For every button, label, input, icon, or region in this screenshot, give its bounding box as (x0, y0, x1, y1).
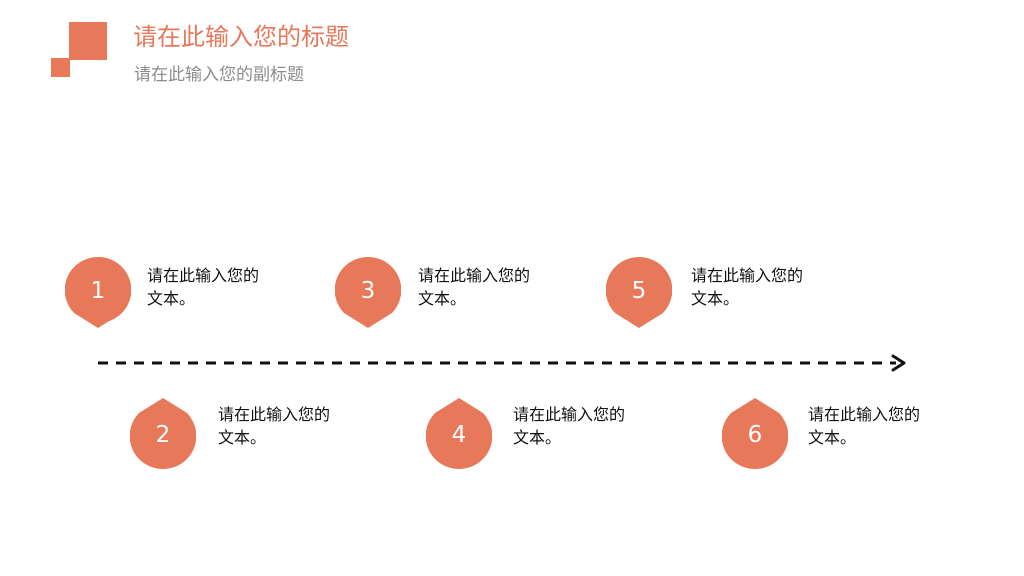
step-text-3-line2: 文本。 (418, 289, 467, 308)
step-text-1-line1: 请在此输入您的 (147, 266, 260, 285)
step-text-6: 请在此输入您的 文本。 (808, 403, 958, 449)
step-text-3-line1: 请在此输入您的 (418, 266, 531, 285)
step-number-6: 6 (747, 422, 763, 448)
step-text-4-line2: 文本。 (513, 428, 562, 447)
teardrop-marker-icon (65, 257, 131, 328)
step-number-1: 1 (90, 278, 106, 304)
step-marker-6: 6 (722, 397, 788, 469)
logo-square-large (69, 22, 107, 60)
step-number-3: 3 (360, 278, 376, 304)
page-title: 请在此输入您的标题 (133, 23, 349, 51)
step-text-2: 请在此输入您的 文本。 (218, 403, 368, 449)
teardrop-marker-icon (130, 398, 196, 469)
step-number-2: 2 (155, 422, 171, 448)
step-marker-5: 5 (606, 257, 672, 329)
step-text-5-line1: 请在此输入您的 (691, 266, 804, 285)
step-text-5-line2: 文本。 (691, 289, 740, 308)
step-text-2-line2: 文本。 (218, 428, 267, 447)
step-number-5: 5 (631, 278, 647, 304)
step-text-4-line1: 请在此输入您的 (513, 405, 626, 424)
step-marker-3: 3 (335, 257, 401, 329)
teardrop-marker-icon (722, 398, 788, 469)
step-text-1: 请在此输入您的 文本。 (147, 264, 297, 310)
step-text-2-line1: 请在此输入您的 (218, 405, 331, 424)
step-text-5: 请在此输入您的 文本。 (691, 264, 841, 310)
step-text-4: 请在此输入您的 文本。 (513, 403, 663, 449)
page-subtitle: 请在此输入您的副标题 (134, 65, 304, 85)
step-text-6-line2: 文本。 (808, 428, 857, 447)
step-marker-2: 2 (130, 397, 196, 469)
dashed-arrow-right-icon (98, 354, 906, 372)
step-text-6-line1: 请在此输入您的 (808, 405, 921, 424)
teardrop-marker-icon (426, 398, 492, 469)
step-text-3: 请在此输入您的 文本。 (418, 264, 568, 310)
step-marker-4: 4 (426, 397, 492, 469)
teardrop-marker-icon (606, 257, 672, 328)
step-text-1-line2: 文本。 (147, 289, 196, 308)
step-marker-1: 1 (65, 257, 131, 329)
teardrop-marker-icon (335, 257, 401, 328)
logo-square-small (51, 58, 70, 77)
step-number-4: 4 (451, 422, 467, 448)
